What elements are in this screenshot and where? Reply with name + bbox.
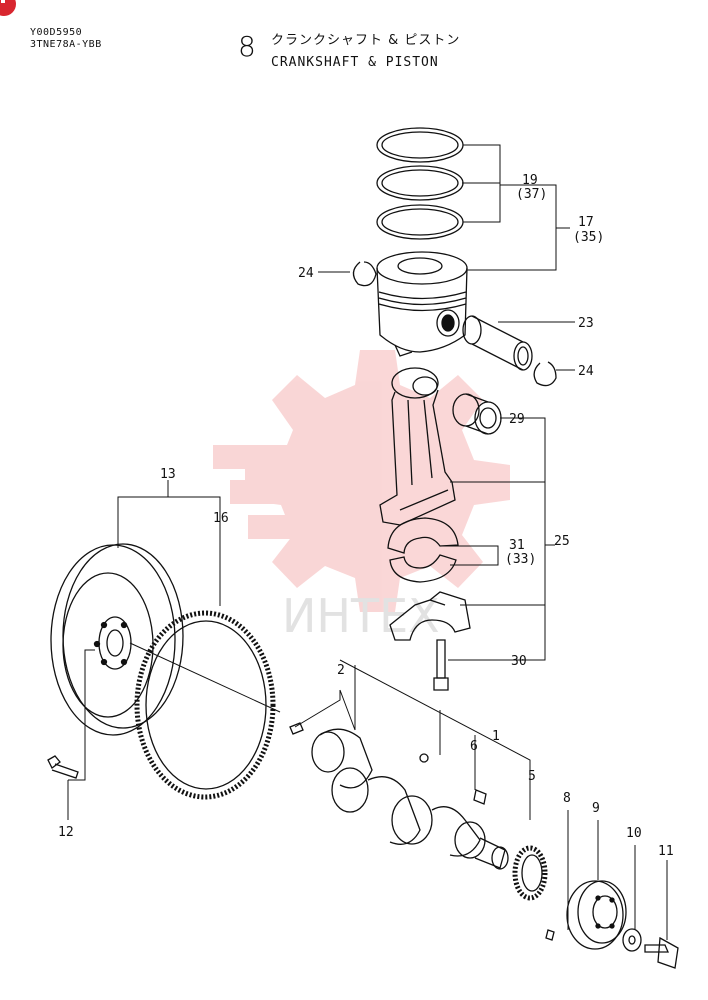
- callout-1: 1: [492, 729, 500, 744]
- crankshaft-gear: [512, 845, 548, 901]
- flywheel-ring-gear: [134, 610, 276, 800]
- watermark-gear-logo: [213, 350, 510, 612]
- callout-19: 19: [522, 173, 538, 188]
- rod-bolt: [433, 639, 449, 691]
- callout-2: 2: [337, 663, 345, 678]
- callout-30: 30: [511, 654, 527, 669]
- small-end-bushing: [452, 393, 502, 435]
- crankshaft-pulley: [566, 880, 627, 950]
- callout-9: 9: [592, 801, 600, 816]
- gear-pin: [545, 929, 555, 941]
- section-title-japanese: クランクシャフト & ピストン: [271, 33, 461, 48]
- callout-29: 29: [509, 412, 525, 427]
- callout-8: 8: [563, 791, 571, 806]
- section-title-english: CRANKSHAFT & PISTON: [271, 55, 439, 70]
- connecting-rod-cap: [389, 591, 471, 641]
- woodruff-key: [473, 789, 487, 805]
- parts-drawing: [47, 127, 679, 969]
- dowel-pin: [289, 722, 304, 735]
- piston: [376, 251, 468, 357]
- pulley-washer: [622, 928, 642, 952]
- callout-10: 10: [626, 826, 642, 841]
- callout-12: 12: [58, 825, 74, 840]
- badge-glyph: [1, 0, 5, 3]
- callout-24-right: 24: [578, 364, 594, 379]
- circlip-left: [352, 261, 377, 287]
- watermark-text: ИНТЕХ: [282, 589, 440, 643]
- callout-6: 6: [470, 739, 478, 754]
- piston-pin: [462, 315, 533, 371]
- crankshaft: [311, 728, 509, 870]
- section-number: 8: [238, 30, 256, 63]
- callout-25: 25: [554, 534, 570, 549]
- callout-13: 13: [160, 467, 176, 482]
- flywheel: [50, 543, 184, 736]
- callout-11: 11: [658, 844, 674, 859]
- circlip-right: [533, 361, 557, 387]
- part-callouts: 1 2 5 6 8 9 10 11 12 13 16 17 (35) 19 (3…: [58, 173, 674, 859]
- callout-5: 5: [528, 769, 536, 784]
- pulley-bolt: [644, 936, 679, 969]
- document-id: Y00D5950: [30, 27, 83, 38]
- crankshaft-dowel: [419, 753, 429, 763]
- callout-24-left: 24: [298, 266, 314, 281]
- callout-16: 16: [213, 511, 229, 526]
- engine-model: 3TNE78A-YBB: [30, 39, 102, 50]
- piston-ring-set: [376, 127, 464, 240]
- flywheel-bolt: [47, 755, 79, 779]
- callout-17: 17: [578, 215, 594, 230]
- leader-lines: [67, 144, 668, 940]
- callout-17-alt: (35): [573, 230, 604, 245]
- callout-19-alt: (37): [516, 187, 547, 202]
- callout-23: 23: [578, 316, 594, 331]
- callout-31-alt: (33): [505, 552, 536, 567]
- corner-badge: [0, 0, 16, 16]
- callout-31: 31: [509, 538, 525, 553]
